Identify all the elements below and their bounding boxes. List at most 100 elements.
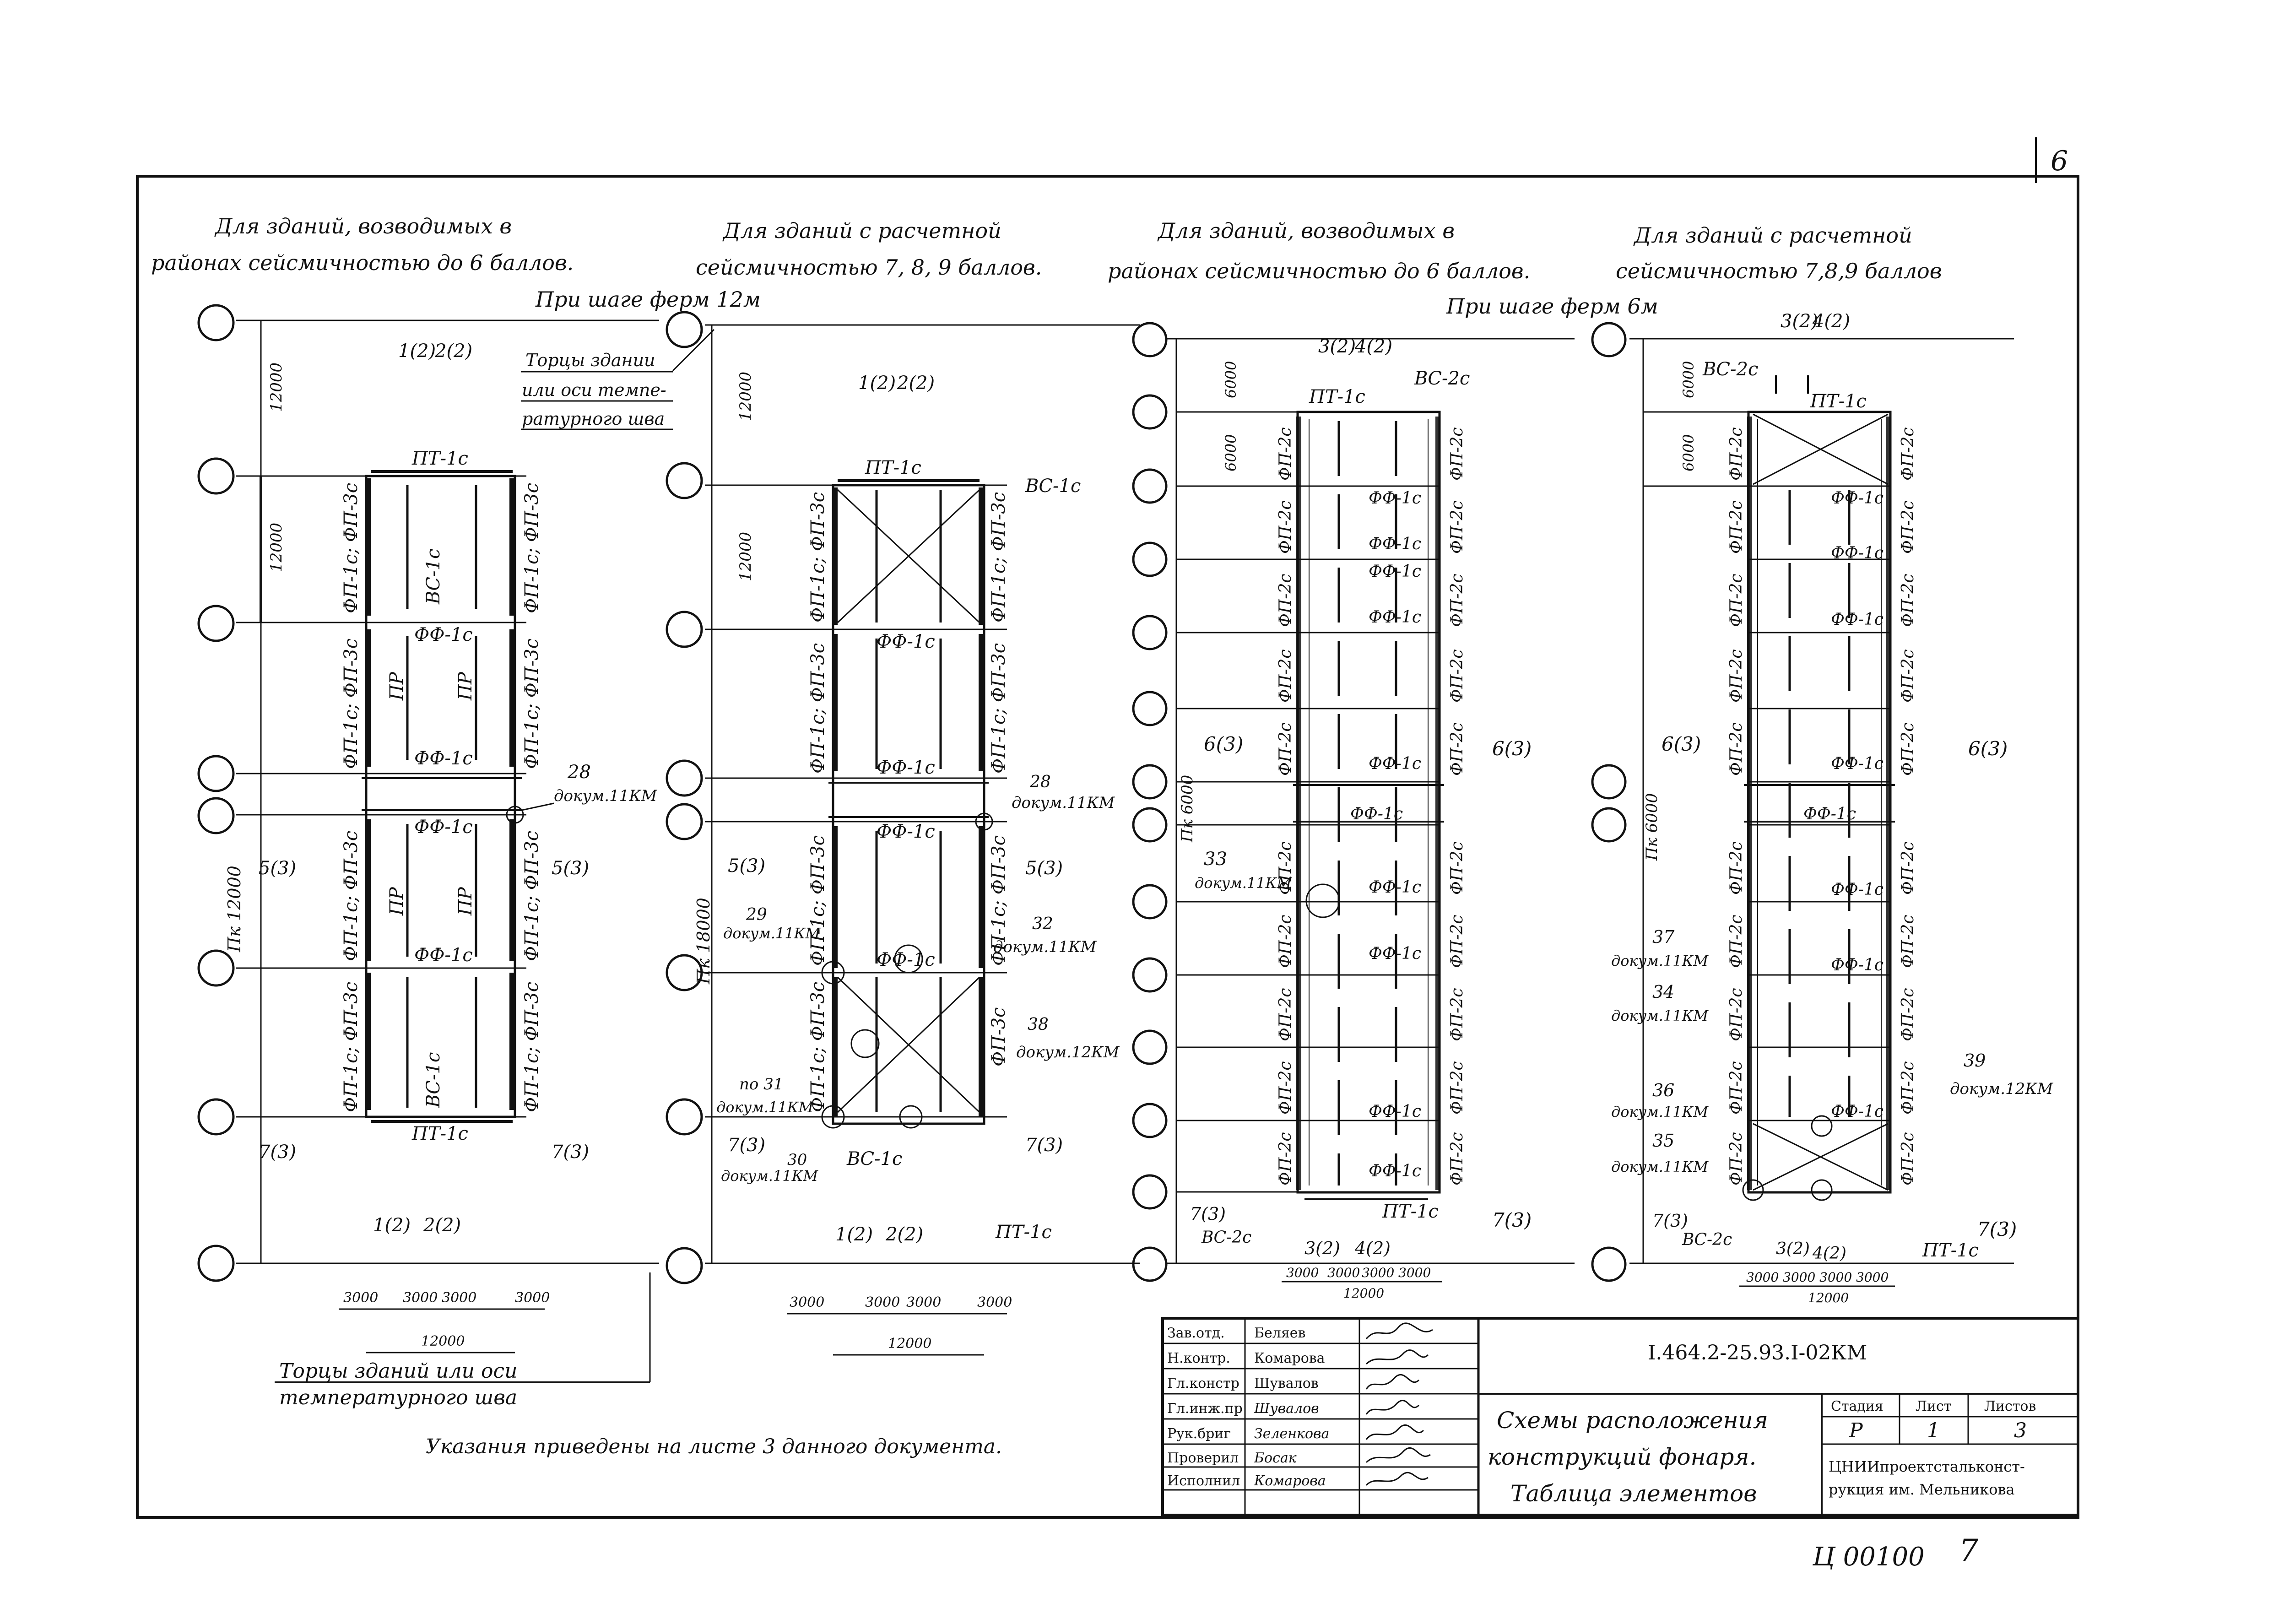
ends-note-bottom-line2: температурного шва [279, 1386, 517, 1409]
scheme3-fp-l1: ФП-2с [1276, 427, 1295, 481]
scheme4-fp-r6: ФП-2с [1899, 841, 1917, 895]
scheme1-dim-12000-a: 12000 [267, 363, 286, 412]
scheme3-dim-3000-c: 3000 [1362, 1265, 1394, 1280]
tb-title-line2: конструкций фонаря. [1488, 1444, 1756, 1470]
scheme3-ff-10: ФФ-1с [1369, 1162, 1421, 1180]
signatures [1365, 1322, 1433, 1486]
scheme-3-labels: 3(2) 4(2) ПТ-1с ВС-2с ПТ-1с ВС-2с 3(2) 4… [1178, 336, 1532, 1301]
scheme2-fp-right-2: ФП-1с; ФП-3с [988, 643, 1009, 774]
scheme2-pt-top: ПТ-1с [865, 457, 921, 478]
ends-note: Торцы здании или оси темпе- ратурного шв… [521, 329, 715, 430]
scheme1-ff-3: ФФ-1с [414, 817, 473, 838]
scheme1-callout-doc: докум.11КМ [554, 787, 658, 805]
scheme1-dim-3000-a: 3000 [343, 1290, 378, 1306]
scheme4-sec-4b: 4(2) [1812, 1244, 1846, 1263]
scheme1-pt-bottom: ПТ-1с [411, 1123, 468, 1144]
scheme1-pr-3: ПР [386, 887, 407, 916]
scheme3-vs-bottom: ВС-2с [1201, 1228, 1251, 1247]
scheme4-callout-39: 39 [1964, 1050, 1986, 1071]
scheme1-dim-12000-c: 12000 [421, 1333, 465, 1349]
scheme2-sec5-r: 5(3) [1025, 858, 1063, 879]
scheme3-fp-r10: ФП-2с [1448, 1132, 1467, 1186]
scheme4-callout-36-doc: докум.11КМ [1611, 1103, 1709, 1121]
tb-name-4: Зеленкова [1254, 1426, 1329, 1442]
scheme4-fp-l4: ФП-2с [1727, 649, 1746, 703]
scheme2-sec-2b: 2(2) [885, 1224, 923, 1245]
scheme4-callout-36: 36 [1652, 1080, 1674, 1100]
scheme1-pr-2: ПР [455, 671, 476, 701]
scheme3-fp-l5: ФП-2с [1276, 722, 1295, 776]
tb-title-line3: Таблица элементов [1510, 1480, 1757, 1507]
header-1-line1: Для зданий, возводимых в [214, 214, 512, 238]
scheme3-fp-r5: ФП-2с [1448, 722, 1467, 776]
scheme4-sec-3: 3(2) [1781, 311, 1818, 332]
scheme2-callout-29-doc: докум.11КМ [723, 925, 821, 942]
scheme2-callout-28-doc: докум.11КМ [1012, 794, 1115, 812]
scheme2-sec7-l: 7(3) [728, 1135, 765, 1156]
tb-role-6: Исполнил [1167, 1473, 1240, 1489]
scheme3-vs-top: ВС-2с [1414, 368, 1470, 389]
scheme3-fp-l8: ФП-2с [1276, 988, 1295, 1041]
tb-org-line2: рукция им. Мельникова [1829, 1481, 2015, 1498]
scheme3-fp-l10: ФП-2с [1276, 1132, 1295, 1186]
scheme2-dim-12000-c: 12000 [888, 1336, 931, 1352]
scheme1-fp-right-3: ФП-1с; ФП-3с [521, 831, 542, 961]
scheme1-sec7-l: 7(3) [259, 1142, 296, 1163]
scheme2-callout-30-doc: докум.11КМ [721, 1167, 818, 1185]
scheme4-fp-l6: ФП-2с [1727, 841, 1746, 895]
scheme-4-labels: 3(2) 4(2) ВС-2с ПТ-1с ПТ-1с ВС-2с 3(2) 4… [1611, 311, 2054, 1305]
scheme1-fp-right-4: ФП-1с; ФП-3с [521, 982, 542, 1112]
scheme3-fp-l3: ФП-2с [1276, 574, 1295, 627]
scheme3-fp-r9: ФП-2с [1448, 1061, 1467, 1115]
tb-role-4: Рук.бриг [1167, 1426, 1231, 1442]
scheme4-ff-4: ФФ-1с [1831, 754, 1883, 773]
scheme-3 [1132, 322, 1575, 1282]
scheme4-callout-35-doc: докум.11КМ [1611, 1158, 1709, 1175]
scheme2-fp-right-3: ФП-1с; ФП-3с [988, 835, 1009, 966]
scheme4-fp-l8: ФП-2с [1727, 988, 1746, 1041]
scheme3-fp-l4: ФП-2с [1276, 649, 1295, 703]
headers: Для зданий, возводимых в районах сейсмич… [151, 214, 1942, 319]
scheme2-sec5-l: 5(3) [728, 855, 765, 877]
scheme1-sec-1: 1(2) [398, 341, 436, 362]
scheme3-fp-r1: ФП-2с [1448, 427, 1467, 481]
scheme3-sec6-l: 6(3) [1204, 733, 1243, 755]
bottom-number: 7 [1959, 1533, 1978, 1568]
scheme1-fp-left-2: ФП-1с; ФП-3с [341, 639, 362, 769]
scheme2-sec7-r: 7(3) [1025, 1135, 1063, 1156]
scheme4-dim-6000-a: 6000 [1680, 361, 1697, 398]
scheme2-callout-30: 30 [787, 1151, 807, 1169]
scheme4-fp-r7: ФП-2с [1899, 915, 1917, 968]
scheme4-fp-r5: ФП-2с [1899, 722, 1917, 776]
scheme2-fp-right-4: ФП-3с [988, 1007, 1009, 1066]
scheme3-ff-3: ФФ-1с [1369, 562, 1421, 581]
title-block: I.464.2-25.93.I-02КМ Зав.отд. Н.контр. Г… [1161, 1317, 2079, 1516]
scheme3-fp-r4: ФП-2с [1448, 649, 1467, 703]
scheme3-sec-3: 3(2) [1318, 336, 1356, 357]
scheme2-fp-left-4: ФП-1с; ФП-3с [807, 982, 828, 1112]
tb-role-1: Н.контр. [1167, 1350, 1230, 1366]
scheme1-dim-3000-c: 3000 [442, 1290, 476, 1306]
scheme4-pt-top: ПТ-1с [1810, 391, 1867, 412]
scheme4-fp-r1: ФП-2с [1899, 427, 1917, 481]
scheme1-callout-num: 28 [567, 762, 591, 783]
scheme4-ff-2: ФФ-1с [1831, 544, 1883, 563]
scheme3-fp-r8: ФП-2с [1448, 988, 1467, 1041]
scheme3-ff-2: ФФ-1с [1369, 535, 1421, 553]
scheme4-sec-3b: 3(2) [1776, 1240, 1810, 1258]
tb-role-3: Гл.инж.пр [1167, 1401, 1243, 1417]
scheme3-callout-33-doc: докум.11КМ [1195, 874, 1292, 892]
ends-note-line2: или оси темпе- [522, 380, 666, 400]
scheme1-sec5-l: 5(3) [259, 858, 296, 879]
scheme3-ff-9: ФФ-1с [1369, 1102, 1421, 1121]
scheme4-pt-bottom: ПТ-1с [1922, 1240, 1979, 1261]
scheme4-callout-34-doc: докум.11КМ [1611, 1007, 1709, 1024]
scheme1-pr-4: ПР [455, 887, 476, 916]
scheme2-ff-2: ФФ-1с [877, 757, 935, 778]
scheme2-callout-28: 28 [1029, 773, 1051, 791]
scheme3-sec-3b: 3(2) [1304, 1238, 1340, 1258]
scheme-1-labels: ПТ-1с ПТ-1с ФФ-1с ФФ-1с ФФ-1с ФФ-1с ФП-1… [224, 341, 658, 1353]
scheme1-sec-2: 2(2) [434, 341, 472, 362]
scheme2-pt-bottom: ПТ-1с [995, 1222, 1052, 1243]
scheme3-fp-r7: ФП-2с [1448, 915, 1467, 968]
